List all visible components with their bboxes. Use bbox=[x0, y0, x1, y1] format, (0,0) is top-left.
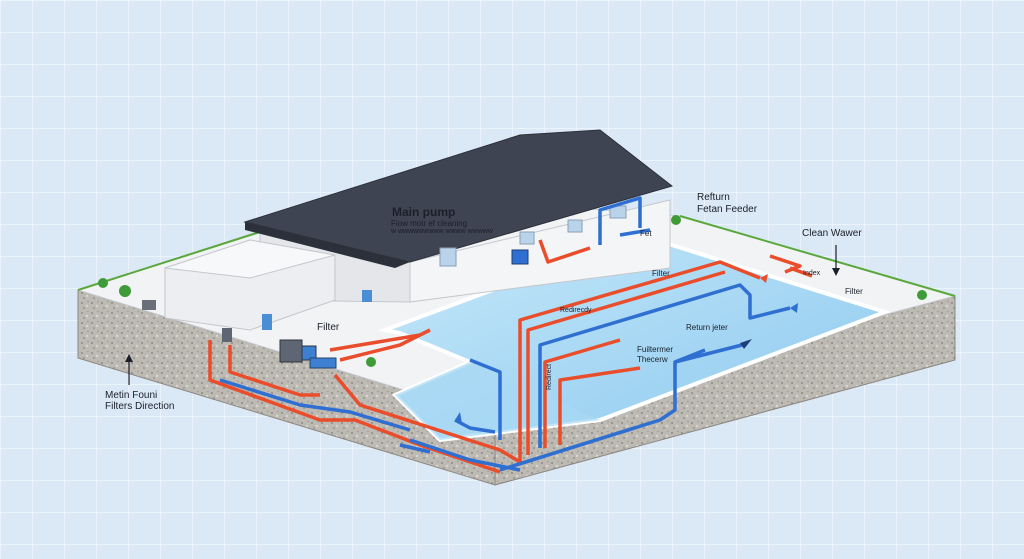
arrow-icon bbox=[760, 274, 768, 283]
main-pump-title: Main pump bbox=[392, 205, 455, 219]
plant-icon bbox=[119, 285, 131, 297]
filter-label-pool: Filter bbox=[652, 269, 670, 278]
inlet-label: Fet bbox=[640, 229, 652, 238]
return-title: Refturn bbox=[697, 192, 730, 203]
left-title-2: Filters Direction bbox=[105, 401, 174, 412]
house bbox=[164, 129, 674, 331]
skimmer-label-1: Fuiltermer bbox=[637, 345, 673, 354]
window bbox=[567, 219, 583, 233]
window bbox=[519, 231, 535, 245]
house-front-wall bbox=[409, 199, 671, 303]
filter-tank-icon bbox=[309, 357, 337, 369]
plants bbox=[98, 215, 927, 367]
equipment bbox=[142, 249, 529, 369]
main-pump-subtitle: Fiow motr ef cleaning bbox=[391, 219, 467, 228]
filter-label-left: Filter bbox=[317, 322, 340, 333]
plant-icon bbox=[671, 215, 681, 225]
filter-label-right: Filter bbox=[845, 287, 863, 296]
plant-icon bbox=[917, 290, 927, 300]
skimmer-icon bbox=[511, 249, 529, 265]
plant-icon bbox=[366, 357, 376, 367]
clean-water-label: Clean Wawer bbox=[802, 228, 862, 239]
index-label: Index bbox=[803, 270, 821, 277]
skimmer-label-2: Thecerw bbox=[637, 355, 668, 364]
cold-water-pipes bbox=[219, 196, 791, 472]
arrow-icon bbox=[740, 339, 752, 349]
arrow-icon bbox=[790, 303, 798, 313]
left-title-1: Metin Founi bbox=[105, 390, 157, 401]
return-jetter-label: Return jeter bbox=[686, 323, 728, 332]
vertical-pipe-label: Redirect bbox=[546, 364, 553, 390]
main-pump-subtitle-2: w wwwwwwwww wwww wwwww bbox=[390, 228, 494, 235]
plant-icon bbox=[98, 278, 108, 288]
return-subtitle: Fetan Feeder bbox=[697, 204, 758, 215]
arrow-icon bbox=[455, 412, 462, 423]
redirect-label: Redirecdy bbox=[560, 307, 592, 314]
pump-icon bbox=[279, 339, 303, 363]
flow-arrows bbox=[455, 274, 798, 423]
house-roof bbox=[243, 129, 674, 263]
window bbox=[439, 247, 457, 267]
